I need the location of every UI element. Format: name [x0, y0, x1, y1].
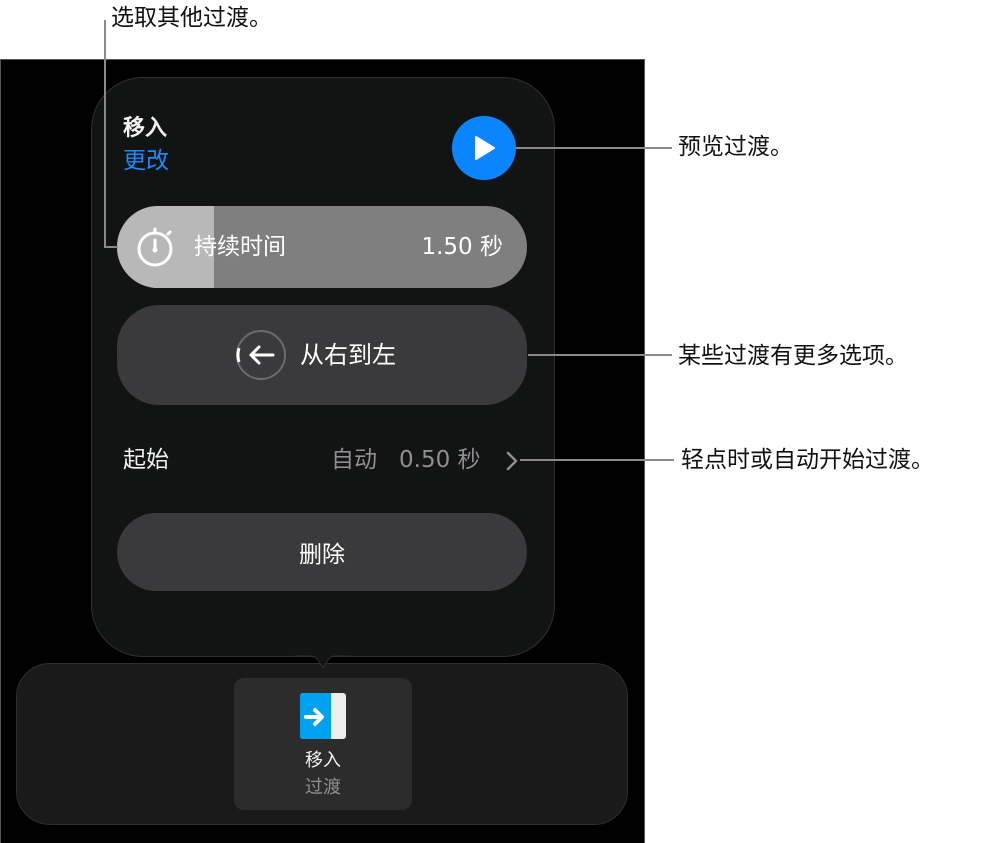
duration-slider[interactable]: 持续时间 1.50 秒 [117, 206, 527, 288]
callout-choose-other: 选取其他过渡。 [111, 5, 272, 31]
preview-play-button[interactable] [452, 116, 516, 180]
transition-title: 移入 [123, 116, 168, 141]
duration-value: 1.50 秒 [421, 234, 503, 260]
transition-tile-move-in[interactable]: 移入 过渡 [234, 678, 412, 810]
callout-start-mode: 轻点时或自动开始过渡。 [681, 447, 934, 473]
leader-line-choose-other-horizontal [104, 246, 118, 248]
duration-slider-fill [117, 206, 214, 288]
callout-more-options: 某些过渡有更多选项。 [678, 343, 908, 369]
leader-line-preview [516, 147, 672, 149]
start-mode-value: 自动 [331, 447, 377, 473]
callout-preview: 预览过渡。 [678, 134, 793, 160]
stopwatch-icon [137, 227, 173, 267]
direction-label: 从右到左 [300, 341, 396, 369]
move-in-icon [300, 693, 346, 739]
leader-line-choose-other-vertical [104, 20, 106, 248]
transition-tile-name: 移入 [305, 750, 341, 771]
popover-pointer [295, 648, 351, 669]
duration-label: 持续时间 [194, 234, 286, 260]
delete-transition-button[interactable]: 删除 [117, 513, 527, 591]
start-delay-value: 0.50 秒 [399, 447, 481, 473]
direction-option-button[interactable]: 从右到左 [117, 305, 527, 405]
change-transition-link[interactable]: 更改 [123, 148, 169, 174]
leader-line-more-options [528, 354, 672, 356]
start-label: 起始 [123, 447, 169, 473]
arrow-left-circle-icon [236, 330, 286, 380]
leader-line-start-mode [520, 459, 674, 461]
transition-tile-kind: 过渡 [305, 777, 341, 798]
start-row[interactable]: 起始 自动 0.50 秒 [117, 440, 527, 480]
chevron-right-icon [506, 451, 518, 471]
play-icon [475, 136, 495, 160]
